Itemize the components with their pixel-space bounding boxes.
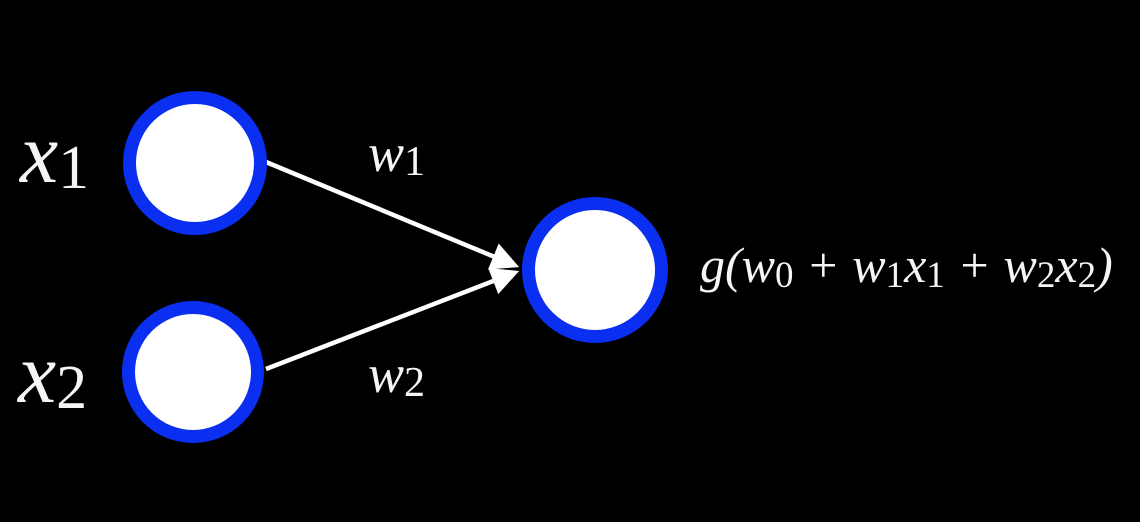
formula-part: x [904, 237, 927, 293]
input-node-x2 [122, 301, 264, 443]
formula-sub: 2 [1036, 255, 1056, 297]
input-label-x2-base: x [18, 325, 57, 421]
input-label-x1-base: x [20, 105, 59, 201]
formula-sub: 1 [885, 255, 905, 297]
input-node-x1 [123, 91, 267, 235]
output-node [522, 197, 668, 343]
edge-label-w2-base: w [368, 344, 405, 404]
edge-label-w2-sub: 2 [404, 360, 426, 407]
edge-label-w2: w2 [368, 347, 425, 404]
edge-label-w1: w1 [368, 126, 425, 183]
input-label-x1: x1 [20, 110, 89, 199]
weight-edge-w2 [265, 268, 520, 372]
input-label-x1-sub: 1 [58, 134, 90, 203]
formula-part: g(w [700, 237, 775, 293]
input-label-x2-sub: 2 [56, 354, 88, 423]
formula-part: + w [944, 237, 1037, 293]
input-label-x2: x2 [18, 330, 87, 419]
edge-label-w1-sub: 1 [404, 139, 426, 186]
edge-label-w1-base: w [368, 123, 405, 183]
formula-part: ) [1096, 237, 1113, 293]
formula-part: x [1055, 237, 1078, 293]
output-formula: g(w0 + w1x1 + w2x2) [700, 240, 1113, 294]
weight-edge-w1 [265, 159, 520, 270]
formula-sub: 2 [1077, 255, 1097, 297]
formula-sub: 1 [926, 255, 945, 297]
formula-sub: 0 [775, 255, 794, 297]
formula-part: + w [793, 237, 886, 293]
